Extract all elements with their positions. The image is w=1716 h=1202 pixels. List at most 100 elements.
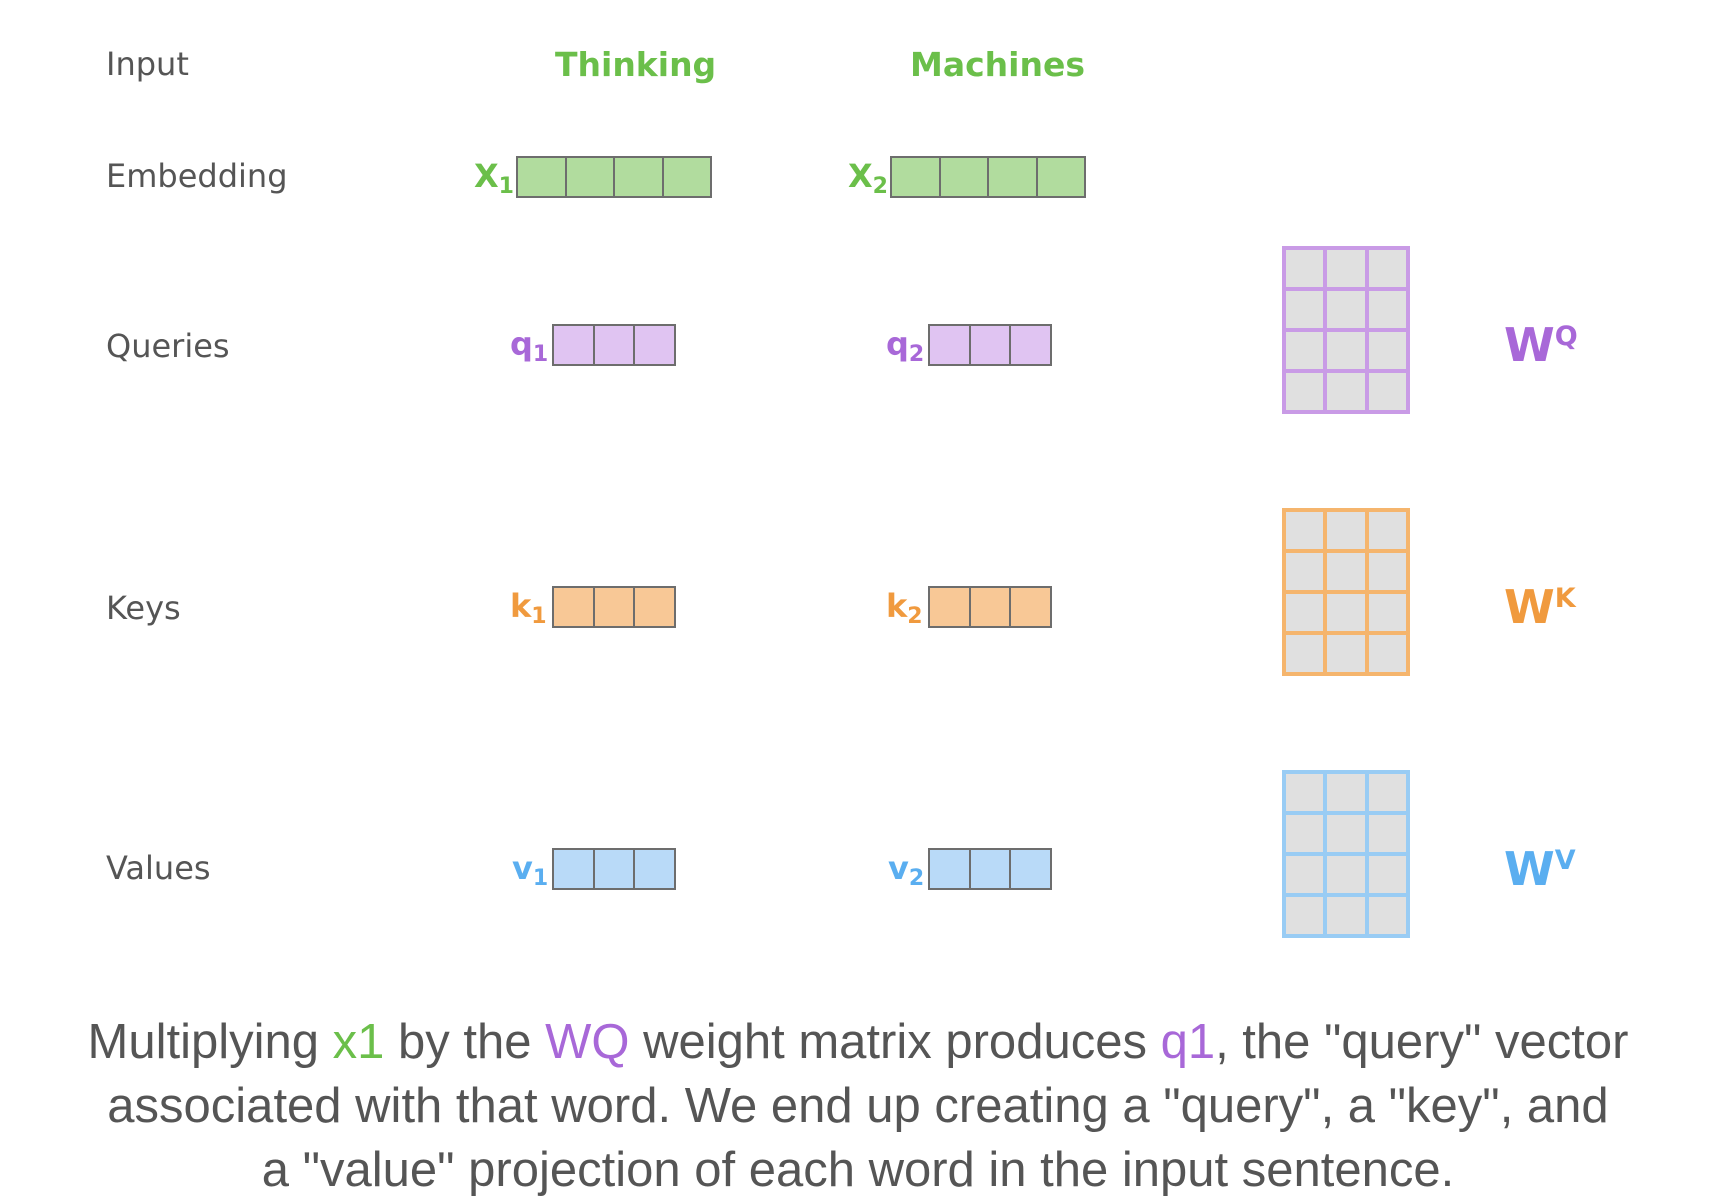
query-vector-q1 [552, 324, 676, 366]
caption-line-2: associated with that word. We end up cre… [107, 1079, 1609, 1133]
vector-cell [892, 158, 941, 196]
matrix-cell [1327, 594, 1365, 631]
vector-cell [971, 850, 1012, 888]
matrix-cell [1327, 373, 1365, 410]
vector-cell [1038, 158, 1085, 196]
row-label-queries: Queries [106, 327, 230, 365]
matrix-cell [1286, 553, 1324, 590]
caption-text: weight matrix produces [629, 1015, 1161, 1069]
matrix-cell [1327, 774, 1365, 811]
matrix-cell [1286, 774, 1324, 811]
matrix-cell [1368, 815, 1406, 852]
vector-cell [941, 158, 989, 196]
matrix-cell [1327, 291, 1365, 328]
caption-line-3: a "value" projection of each word in the… [261, 1143, 1455, 1197]
row-label-values: Values [106, 849, 211, 887]
input-word-thinking: Thinking [555, 45, 717, 84]
caption-highlight-x1: x1 [332, 1015, 385, 1069]
vector-cell [595, 588, 636, 626]
matrix-cell [1286, 332, 1324, 369]
matrix-cell [1286, 897, 1324, 934]
vector-cell [930, 850, 971, 888]
vector-cell [930, 588, 971, 626]
weight-matrix-wv [1282, 770, 1410, 938]
key-vector-k2 [928, 586, 1052, 628]
weight-matrix-wk [1282, 508, 1410, 676]
vector-cell [1011, 850, 1050, 888]
caption-text: by the [384, 1015, 546, 1069]
row-label-input: Input [106, 45, 189, 83]
embedding-vector-x2 [890, 156, 1086, 198]
caption-text: Multiplying [87, 1015, 333, 1069]
caption-line-1: Multiplying x1 by the WQ weight matrix p… [0, 1010, 1716, 1074]
vector-cell [554, 588, 595, 626]
vector-cell [635, 588, 674, 626]
matrix-cell [1368, 373, 1406, 410]
matrix-cell [1286, 815, 1324, 852]
embedding-label-x1: X1 [474, 157, 514, 199]
weight-label-wq: WQ [1504, 318, 1578, 372]
value-vector-v1 [552, 848, 676, 890]
vector-cell [595, 326, 636, 364]
matrix-cell [1327, 856, 1365, 893]
matrix-cell [1327, 553, 1365, 590]
value-label-v2: v2 [888, 849, 925, 891]
matrix-cell [1286, 856, 1324, 893]
vector-cell [989, 158, 1038, 196]
vector-cell [518, 158, 567, 196]
vector-cell [971, 588, 1012, 626]
vector-cell [595, 850, 636, 888]
vector-cell [635, 326, 674, 364]
vector-cell [1011, 326, 1050, 364]
caption-highlight-wq: WQ [545, 1015, 630, 1069]
matrix-cell [1286, 373, 1324, 410]
matrix-cell [1286, 594, 1324, 631]
key-label-k1: k1 [510, 587, 547, 629]
caption: Multiplying x1 by the WQ weight matrix p… [0, 1010, 1716, 1202]
matrix-cell [1286, 635, 1324, 672]
weight-label-wk: WK [1504, 580, 1576, 634]
key-label-k2: k2 [886, 587, 923, 629]
query-vector-q2 [928, 324, 1052, 366]
matrix-cell [1327, 635, 1365, 672]
weight-label-wv: WV [1504, 842, 1576, 896]
vector-cell [635, 850, 674, 888]
row-label-keys: Keys [106, 589, 181, 627]
vector-cell [615, 158, 664, 196]
vector-cell [1011, 588, 1050, 626]
matrix-cell [1327, 250, 1365, 287]
matrix-cell [1368, 897, 1406, 934]
matrix-cell [1368, 332, 1406, 369]
matrix-cell [1368, 774, 1406, 811]
query-label-q2: q2 [886, 325, 925, 367]
matrix-cell [1327, 815, 1365, 852]
query-label-q1: q1 [510, 325, 549, 367]
matrix-cell [1327, 332, 1365, 369]
matrix-cell [1286, 291, 1324, 328]
matrix-cell [1286, 250, 1324, 287]
weight-matrix-wq [1282, 246, 1410, 414]
matrix-cell [1368, 856, 1406, 893]
matrix-cell [1368, 553, 1406, 590]
matrix-cell [1368, 594, 1406, 631]
matrix-cell [1368, 635, 1406, 672]
value-vector-v2 [928, 848, 1052, 890]
vector-cell [554, 850, 595, 888]
matrix-cell [1286, 512, 1324, 549]
vector-cell [971, 326, 1012, 364]
matrix-cell [1368, 512, 1406, 549]
key-vector-k1 [552, 586, 676, 628]
vector-cell [664, 158, 711, 196]
embedding-vector-x1 [516, 156, 712, 198]
vector-cell [554, 326, 595, 364]
vector-cell [930, 326, 971, 364]
matrix-cell [1368, 250, 1406, 287]
caption-text: , the "query" vector [1215, 1015, 1629, 1069]
row-label-embedding: Embedding [106, 157, 288, 195]
caption-highlight-q1: q1 [1160, 1015, 1216, 1069]
input-word-machines: Machines [910, 45, 1085, 84]
vector-cell [567, 158, 615, 196]
value-label-v1: v1 [512, 849, 549, 891]
matrix-cell [1327, 897, 1365, 934]
matrix-cell [1368, 291, 1406, 328]
